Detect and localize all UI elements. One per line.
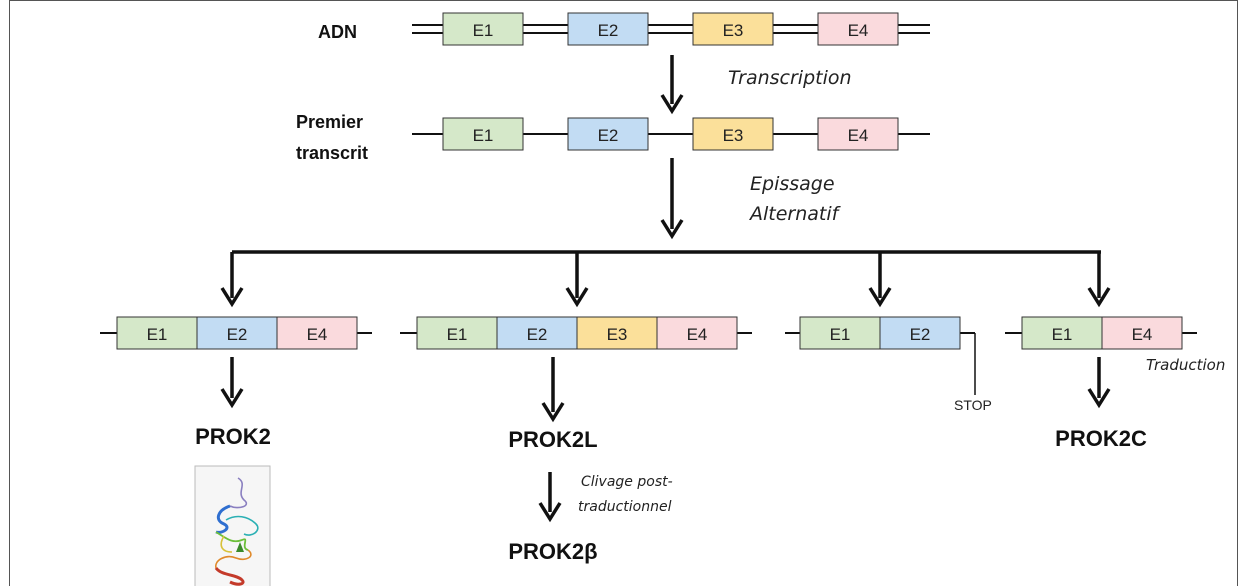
premier-transcrit-strand: E1 E2 E3 E4 — [412, 117, 930, 151]
pre-exon-e2-label: E2 — [598, 126, 619, 145]
iso1-exon-e4-label: E4 — [307, 325, 328, 344]
protein-prok2c-label: PROK2C — [1055, 426, 1147, 451]
branch-connector — [220, 250, 1111, 308]
frame-top-border — [9, 0, 1238, 1]
iso2-exon-e1-label: E1 — [447, 325, 468, 344]
iso4-exon-e1-label: E1 — [1052, 325, 1073, 344]
protein-prok2-label: PROK2 — [195, 424, 271, 449]
dna-exon-e2 — [567, 12, 649, 46]
protein-prok2l-label: PROK2L — [508, 427, 597, 452]
iso2-exon-e4 — [656, 316, 738, 350]
translation-arrows — [220, 357, 1111, 423]
epissage-label-line1: Epissage — [750, 173, 835, 195]
iso1-exon-e1 — [116, 316, 198, 350]
dna-exon-e2-label: E2 — [598, 21, 619, 40]
clivage-label-line1: Clivage post- — [581, 474, 673, 490]
iso2-exon-e3 — [576, 316, 658, 350]
dna-exon-e1 — [442, 12, 524, 46]
iso4-exon-e4-label: E4 — [1132, 325, 1153, 344]
protein-structure-image — [194, 465, 271, 586]
iso2-exon-e3-label: E3 — [607, 325, 628, 344]
isoform-prok2c-transcript: E1 E4 — [1005, 316, 1197, 350]
premier-transcrit-label-line2: transcrit — [296, 143, 368, 163]
pre-exon-e4-label: E4 — [848, 126, 869, 145]
dna-exon-e3-label: E3 — [723, 21, 744, 40]
iso2-exon-e2 — [496, 316, 578, 350]
iso3-exon-e2-label: E2 — [910, 325, 931, 344]
diagram-frame — [9, 0, 1238, 586]
dna-exon-e3 — [692, 12, 774, 46]
pre-exon-e4 — [817, 117, 899, 151]
iso1-exon-e1-label: E1 — [147, 325, 168, 344]
transcription-label: Transcription — [728, 67, 852, 89]
traduction-label: Traduction — [1146, 356, 1225, 374]
iso1-exon-e2 — [196, 316, 278, 350]
pre-exon-e1-label: E1 — [473, 126, 494, 145]
pre-exon-e2 — [567, 117, 649, 151]
splicing-arrow — [660, 158, 684, 240]
stop-label: STOP — [954, 397, 992, 413]
cleavage-arrow — [538, 472, 562, 523]
iso2-exon-e4-label: E4 — [687, 325, 708, 344]
iso3-exon-e1-label: E1 — [830, 325, 851, 344]
dna-exon-e4-label: E4 — [848, 21, 869, 40]
pre-exon-e1 — [442, 117, 524, 151]
iso2-exon-e2-label: E2 — [527, 325, 548, 344]
pre-exon-e3-label: E3 — [723, 126, 744, 145]
iso1-exon-e2-label: E2 — [227, 325, 248, 344]
isoform-prok2-transcript: E1 E2 E4 — [100, 316, 372, 350]
iso1-exon-e4 — [276, 316, 358, 350]
protein-prok2beta-label: PROK2β — [508, 539, 597, 564]
premier-transcrit-label-line1: Premier — [296, 112, 363, 132]
isoform-prok2l-transcript: E1 E2 E3 E4 — [400, 316, 752, 350]
clivage-label-line2: traductionnel — [578, 499, 672, 515]
iso3-exon-e2 — [879, 316, 961, 350]
dna-strand: E1 E2 E3 E4 — [412, 12, 930, 46]
iso4-exon-e1 — [1021, 316, 1103, 350]
epissage-label-line2: Alternatif — [748, 203, 842, 225]
dna-exon-e4 — [817, 12, 899, 46]
isoform-stop-transcript: E1 E2 — [785, 316, 976, 395]
pre-exon-e3 — [692, 117, 774, 151]
transcription-arrow — [660, 55, 684, 115]
dna-label: ADN — [318, 22, 357, 42]
dna-exon-e1-label: E1 — [473, 21, 494, 40]
iso4-exon-e4 — [1101, 316, 1183, 350]
